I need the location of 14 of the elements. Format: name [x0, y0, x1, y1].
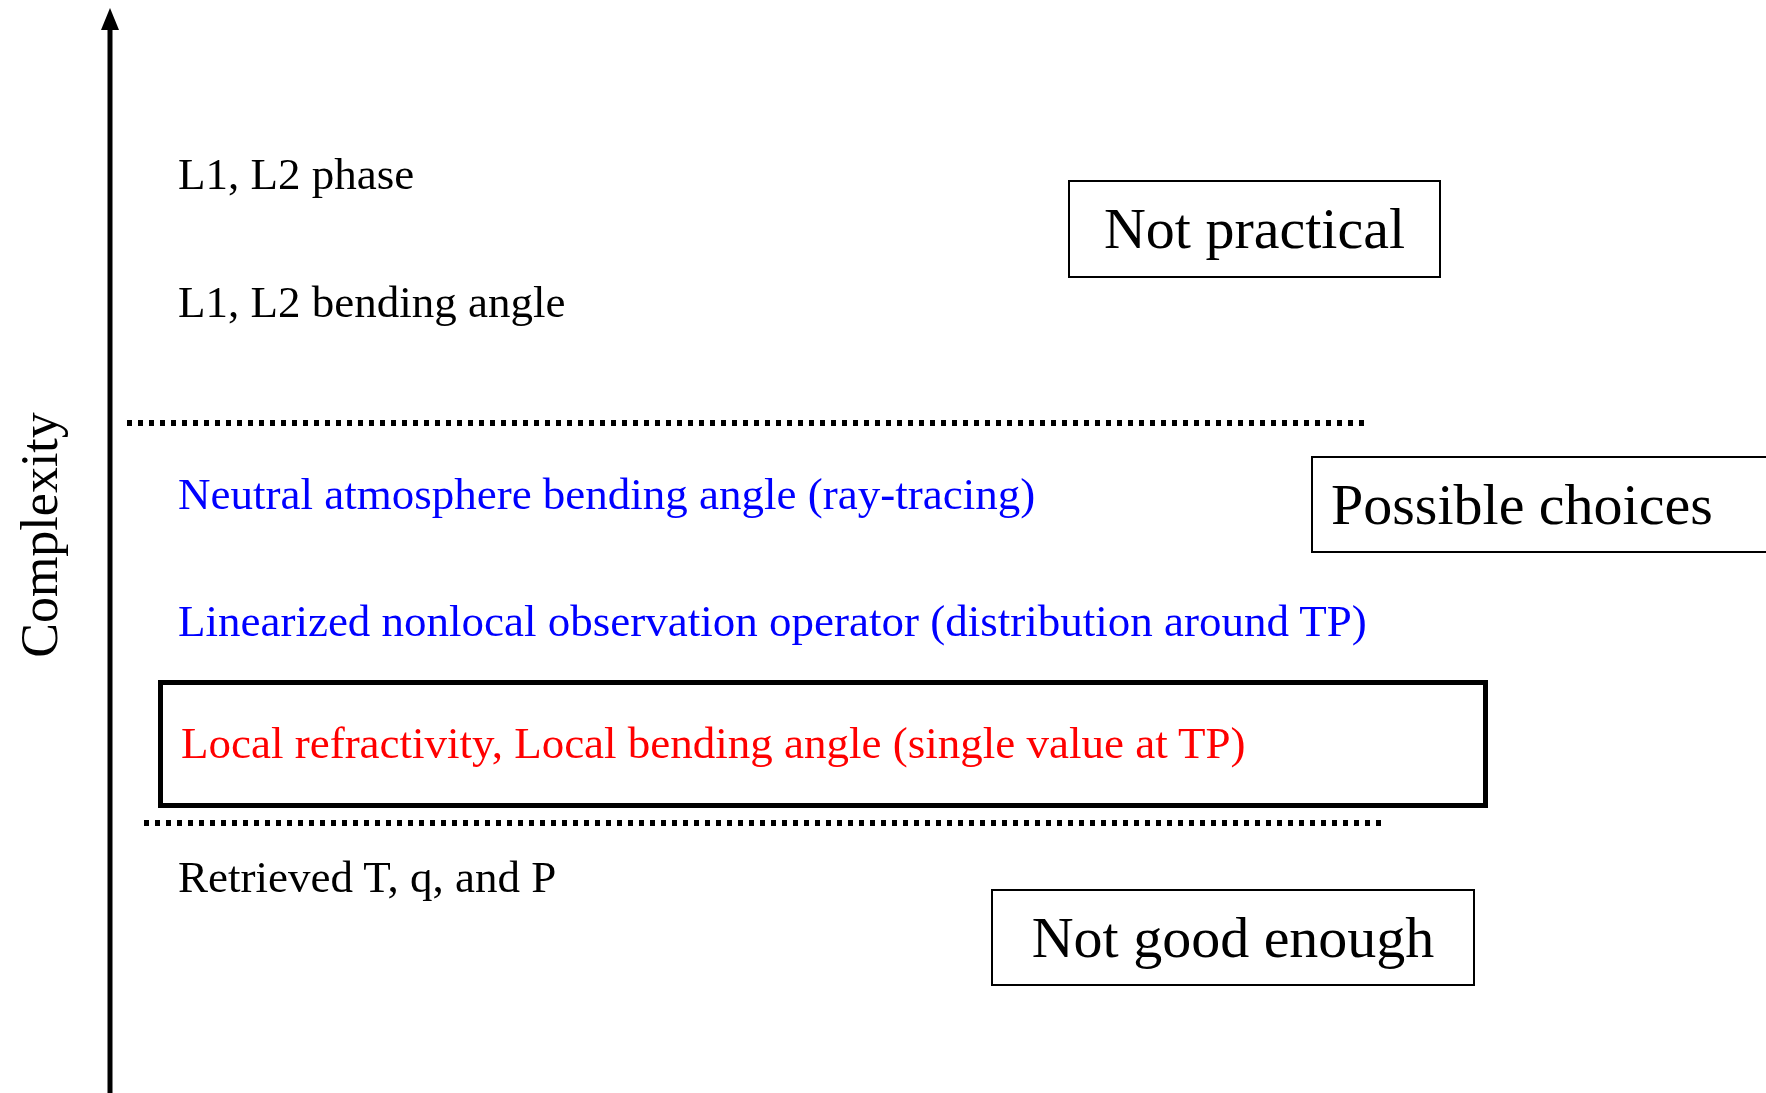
- level-label: Neutral atmosphere bending angle (ray-tracing): [178, 470, 1036, 520]
- axis-label: Complexity: [14, 412, 66, 658]
- note-box: [1311, 456, 1766, 553]
- level-label: L1, L2 bending angle: [178, 278, 566, 328]
- note-box: [1068, 180, 1441, 278]
- box-text: Local refractivity, Local bending angle (single value at TP): [181, 719, 1246, 769]
- box-text: Possible choices: [1331, 472, 1713, 537]
- box-text: Not practical: [1103, 197, 1406, 261]
- level-label: Linearized nonlocal observation operator (distribution around TP): [178, 597, 1367, 647]
- level-label: L1, L2 phase: [178, 150, 415, 200]
- highlight-box: [158, 680, 1488, 808]
- note-box: [991, 889, 1475, 986]
- box-text: Not good enough: [1031, 905, 1435, 970]
- level-label: Retrieved T, q, and P: [178, 853, 557, 903]
